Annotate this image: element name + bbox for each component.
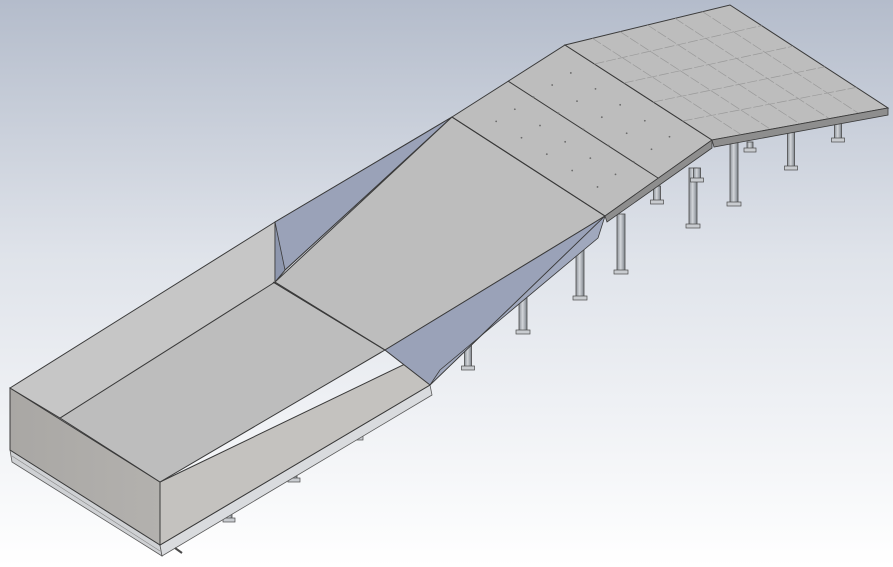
support-leg-foot xyxy=(685,223,701,229)
grid-line xyxy=(682,87,857,122)
bolt-dot xyxy=(607,144,610,147)
bolt-dot xyxy=(576,100,578,103)
bolt-dot xyxy=(619,103,622,106)
bolt-dot xyxy=(545,153,548,156)
support-leg-foot xyxy=(572,295,588,301)
ramp-side-wall-left-lower xyxy=(274,221,286,284)
support-leg-foot xyxy=(461,365,475,371)
ramp-side-wall-right-lower xyxy=(429,215,606,386)
support-leg-foot xyxy=(515,329,531,335)
bolt-dot xyxy=(643,119,646,122)
bolt-dot xyxy=(539,124,541,127)
support-leg-foot xyxy=(613,269,629,275)
grid-line xyxy=(623,45,794,84)
support-leg xyxy=(616,213,626,273)
upper-ramp-grid xyxy=(592,11,859,135)
upper-ramp-edge xyxy=(711,107,889,148)
base-foot-left xyxy=(174,547,183,554)
bolt-dot xyxy=(582,128,585,131)
bolt-dot xyxy=(520,136,523,139)
bolt-dot xyxy=(596,186,599,188)
bolt-dot xyxy=(668,135,671,138)
support-leg xyxy=(787,127,795,169)
support-leg-foot xyxy=(784,165,798,171)
support-leg-foot xyxy=(831,137,845,143)
deck-bolts xyxy=(495,72,671,188)
grid-line xyxy=(594,25,762,65)
lower-floor-seam xyxy=(272,281,386,351)
bolt-dot xyxy=(564,140,567,143)
bolt-dot xyxy=(551,84,554,86)
grid-line xyxy=(674,18,830,119)
middle-deck-edge xyxy=(604,139,713,223)
ramp-mid-seam xyxy=(451,116,606,217)
bolt-dot xyxy=(557,112,560,115)
grid-line xyxy=(592,38,742,135)
bolt-dot xyxy=(495,120,498,123)
grid-line xyxy=(619,31,771,130)
support-leg-foot xyxy=(650,199,664,205)
bolt-dot xyxy=(632,160,635,163)
grid-line xyxy=(647,24,801,125)
bolt-dot xyxy=(614,173,617,176)
support-leg-foot xyxy=(743,147,757,153)
support-leg xyxy=(729,141,739,205)
bolt-dot xyxy=(600,116,603,119)
support-leg-foot xyxy=(726,201,742,207)
bolt-dot xyxy=(532,96,535,99)
grid-line xyxy=(702,11,859,114)
grid-line xyxy=(653,66,825,103)
support-leg-foot xyxy=(690,177,704,183)
bolt-dot xyxy=(569,72,572,74)
bolt-dot xyxy=(589,157,592,160)
bolt-dot xyxy=(513,108,516,111)
bolt-dot xyxy=(650,148,653,151)
support-legs xyxy=(222,117,845,523)
bolt-dot xyxy=(625,132,628,135)
bolt-dot xyxy=(594,87,597,90)
bolt-dot xyxy=(571,169,574,172)
